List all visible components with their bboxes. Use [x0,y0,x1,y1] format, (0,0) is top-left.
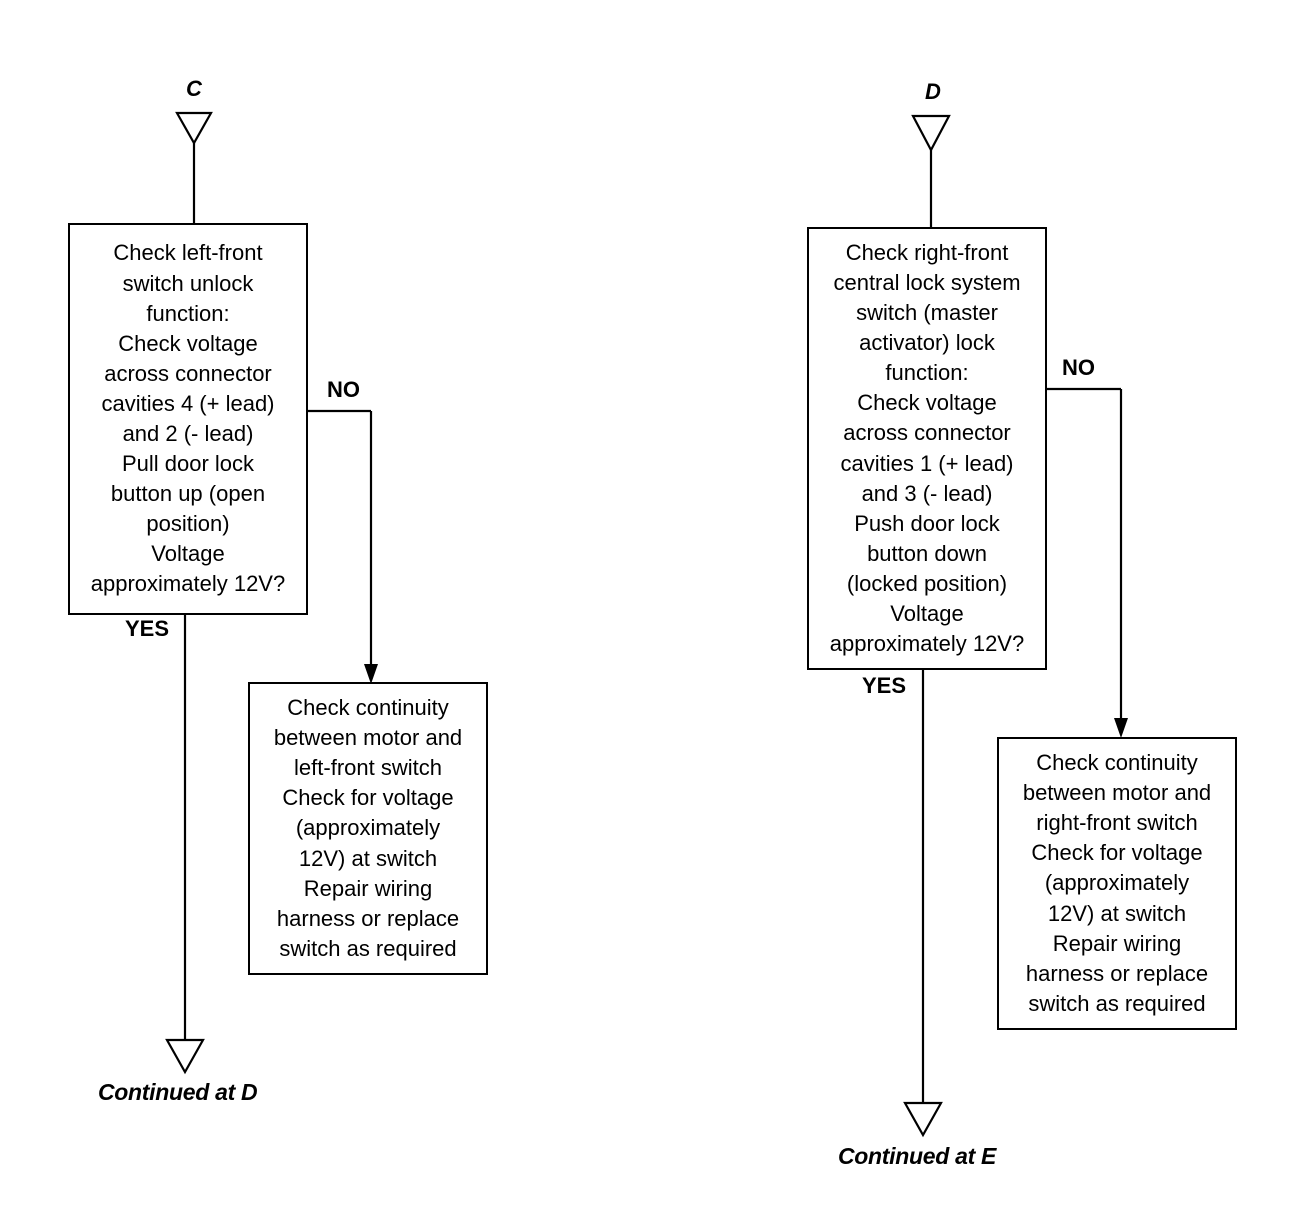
right-no-label: NO [1062,355,1095,380]
right-decision-line: cavities 1 (+ lead) [840,450,1014,476]
continued-d-triangle [165,1038,205,1075]
left-decision-line: function: [146,300,230,326]
left-action-line: Check continuity [287,695,449,721]
connector-d-triangle [911,114,951,153]
right-decision-box: Check right-front central lock system sw… [807,227,1047,670]
right-decision-line: Check voltage [857,390,997,416]
left-decision-line: button up (open [110,481,266,507]
right-action-line: right-front switch [1036,810,1198,836]
right-action-line: Check for voltage [1031,840,1203,866]
continued-at-d-label: Continued at D [98,1079,258,1105]
left-decision-line: Voltage [151,541,225,567]
left-yes-label: YES [125,616,170,641]
right-action-line: 12V) at switch [1047,900,1187,926]
left-decision-line: Pull door lock [121,451,255,477]
right-action-line: Check continuity [1036,750,1198,776]
continued-e-triangle [903,1101,943,1138]
right-decision-line: (locked position) [846,570,1008,596]
right-action-line: (approximately [1044,870,1190,896]
left-decision-line: across connector [104,360,272,386]
right-action-line: harness or replace [1025,960,1209,986]
left-action-line: Check for voltage [282,785,454,811]
right-decision-line: and 3 (- lead) [861,480,993,506]
connector-c-triangle [175,111,213,146]
right-decision-line: Push door lock [854,510,1000,536]
right-decision-line: Check right-front [845,239,1009,265]
left-decision-line: Check voltage [118,330,258,356]
left-action-line: (approximately [295,815,441,841]
right-decision-line: central lock system [833,269,1021,295]
connector-c-label: C [186,76,202,101]
left-decision-line: cavities 4 (+ lead) [101,390,275,416]
left-no-label: NO [327,377,360,402]
left-decision-line: switch unlock [122,270,254,296]
right-decision-line: activator) lock [859,330,995,356]
left-action-line: left-front switch [294,755,442,781]
right-action-line: Repair wiring [1052,930,1182,956]
right-decision-line: function: [885,360,969,386]
right-decision-line: approximately 12V? [829,631,1025,657]
left-decision-line: approximately 12V? [90,571,286,597]
connector-d-label: D [925,79,941,104]
right-decision-line: across connector [843,420,1011,446]
left-decision-line: Check left-front [113,240,263,266]
right-no-arrowhead [1114,718,1128,738]
right-action-line: between motor and [1022,780,1212,806]
left-action-line: 12V) at switch [298,845,438,871]
left-action-line: switch as required [279,935,457,961]
left-no-arrowhead [364,664,378,684]
left-action-line: harness or replace [276,905,460,931]
left-decision-box: Check left-front switch unlock function:… [68,223,308,615]
right-decision-line: switch (master [856,300,998,326]
left-action-line: between motor and [273,725,463,751]
right-yes-label: YES [862,673,907,698]
right-action-line: switch as required [1028,990,1206,1016]
right-decision-line: button down [867,540,987,566]
right-action-box: Check continuity between motor and right… [997,737,1237,1030]
left-decision-line: and 2 (- lead) [122,421,254,446]
continued-at-e-label: Continued at E [838,1143,997,1169]
left-decision-line: position) [146,511,230,537]
right-decision-line: Voltage [890,600,964,626]
left-action-line: Repair wiring [303,875,433,901]
left-action-box: Check continuity between motor and left-… [248,682,488,975]
